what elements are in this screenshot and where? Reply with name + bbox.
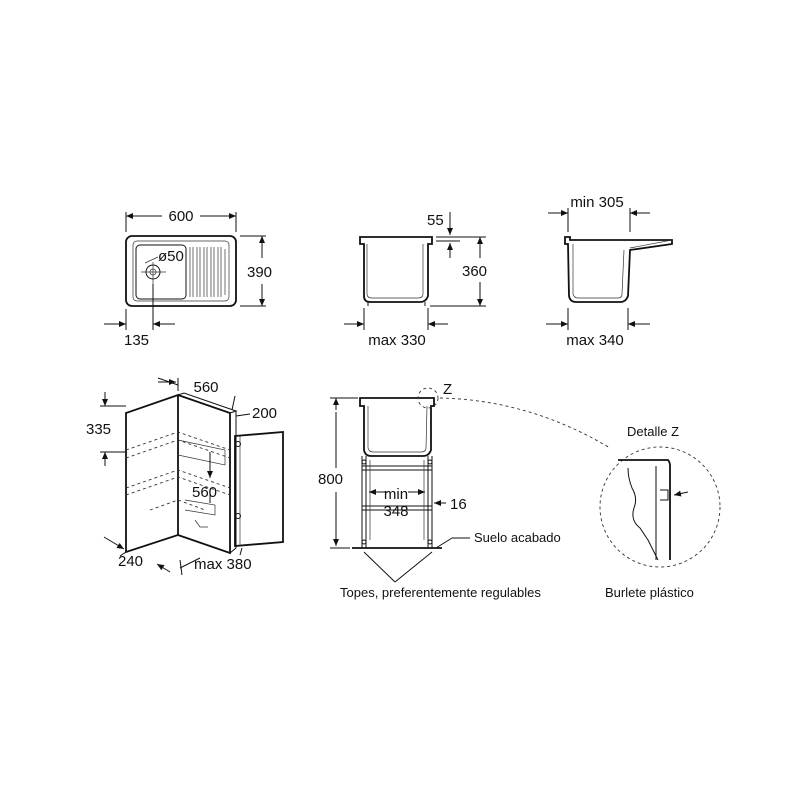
plastic-seal-label: Burlete plástico (605, 585, 694, 600)
front-360-label: 360 (462, 263, 487, 280)
cabinet-240-label: 240 (118, 553, 143, 570)
detail-z-title: Detalle Z (627, 424, 679, 439)
install-800-label: 800 (318, 471, 343, 488)
top-view: ø50 600 390 135 (104, 208, 272, 349)
basin-outline-top (135, 244, 187, 300)
sink-body-installed (359, 397, 435, 457)
sink-outline-top (125, 235, 237, 307)
cabinet-max380-label: max 380 (194, 556, 252, 573)
cabinet-560-top-label: 560 (193, 379, 218, 396)
hinge-icon (235, 441, 241, 447)
sink-inner-rim (132, 240, 230, 302)
detail-z-circle (599, 446, 721, 568)
detail-z-label: Z (443, 381, 452, 398)
cabinet-335-label: 335 (86, 421, 111, 438)
detail-z-marker (417, 387, 439, 409)
front-view: 55 360 max 330 (344, 212, 487, 349)
detail-leader-line (439, 397, 611, 449)
cabinet-200-label: 200 (252, 405, 277, 422)
sink-body-front (359, 236, 433, 303)
detail-z-view: Detalle Z Burlete plástico (439, 397, 721, 600)
cabinet-left-panel (125, 393, 179, 554)
drain-dim-label: ø50 (158, 248, 184, 265)
cabinet-view: 560 335 200 560 240 max 380 (86, 377, 284, 576)
front-max330-label: max 330 (368, 332, 426, 349)
side-max340-label: max 340 (566, 332, 624, 349)
support-frame (361, 456, 433, 548)
stops-label: Topes, preferentemente regulables (340, 585, 541, 600)
side-min305-label: min 305 (570, 194, 623, 211)
install-348-label: 348 (383, 503, 408, 520)
installation-view: Z 800 min 348 16 Suelo acabado Topes, pr… (318, 381, 561, 600)
front-55-label: 55 (427, 212, 444, 229)
sink-body-side (564, 236, 673, 303)
install-min-label: min (384, 486, 408, 503)
washboard-ribs (189, 247, 226, 297)
finished-floor-label: Suelo acabado (474, 530, 561, 545)
hinge-icon (235, 513, 241, 519)
cabinet-right-panel (177, 394, 231, 555)
top-height-label: 390 (247, 264, 272, 281)
cabinet-560-mid-label: 560 (192, 484, 217, 501)
top-width-label: 600 (168, 208, 193, 225)
cabinet-door[interactable] (234, 431, 284, 547)
top-offset-label: 135 (124, 332, 149, 349)
install-16-label: 16 (450, 496, 467, 513)
side-view: min 305 max 340 (546, 194, 673, 349)
